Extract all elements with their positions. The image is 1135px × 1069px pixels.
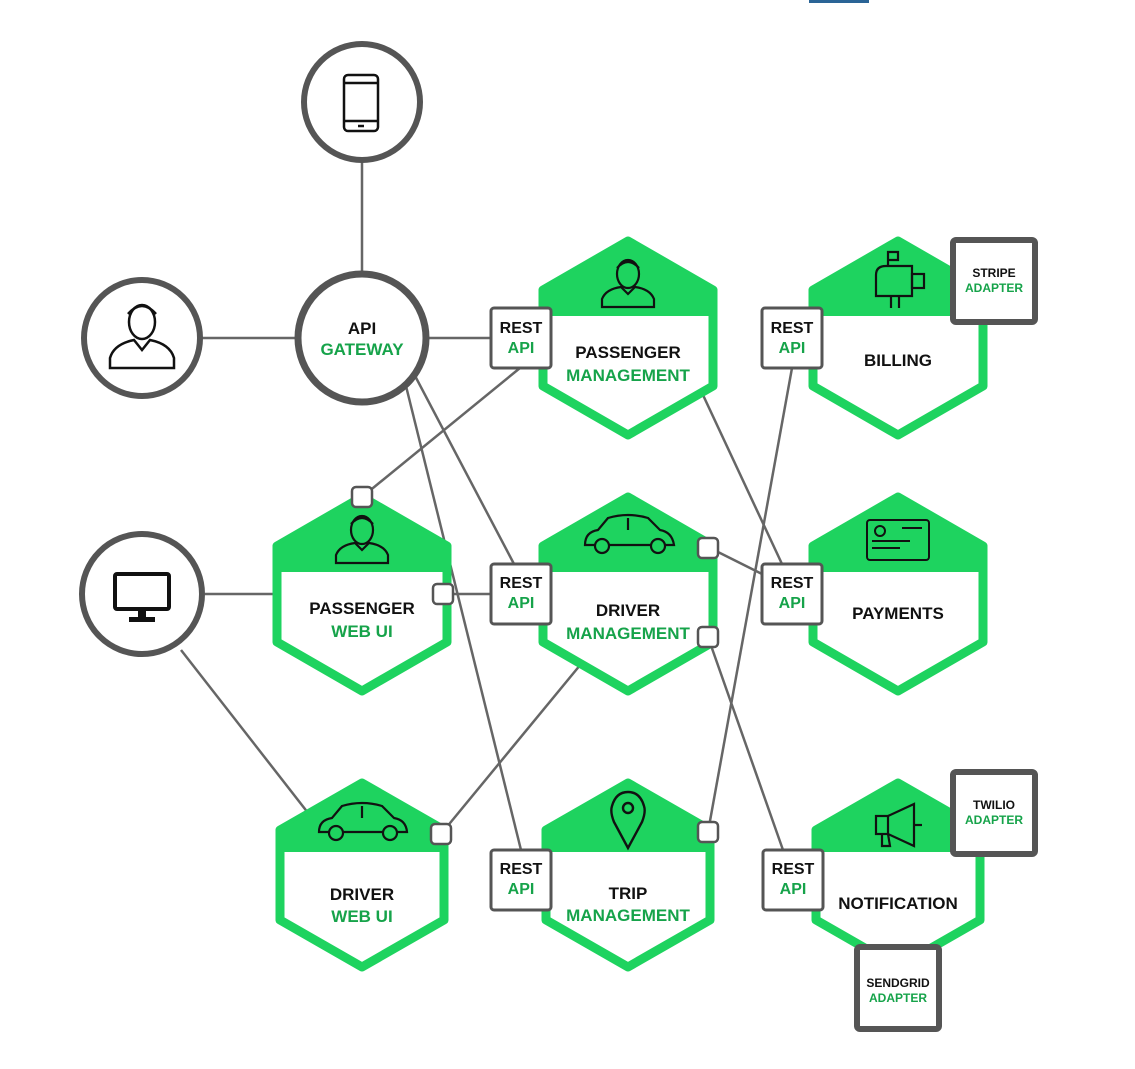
twilio-adapter[interactable]: TWILIO ADAPTER	[950, 769, 1038, 857]
gateway-label-line2: GATEWAY	[320, 340, 404, 359]
service-driver-management[interactable]: DRIVER MANAGEMENT	[538, 492, 718, 696]
api-gateway[interactable]: API GATEWAY	[294, 270, 430, 406]
rest-label: REST	[500, 575, 543, 592]
person-icon	[108, 303, 176, 370]
api-label: API	[780, 881, 807, 898]
top-accent-rule	[809, 0, 869, 3]
line-desktop-driverui	[180, 649, 313, 819]
passenger-management-line2: MANAGEMENT	[566, 366, 690, 385]
service-payments[interactable]: PAYMENTS	[808, 492, 988, 696]
desktop-client[interactable]	[79, 531, 205, 657]
stripe-adapter-line2: ADAPTER	[965, 281, 1023, 295]
api-label: API	[508, 881, 535, 898]
line-pm-rest-payments	[701, 394, 784, 565]
credit-card-icon	[866, 519, 930, 561]
port-passenger-web-ui-right	[431, 582, 455, 606]
stripe-adapter-line1: STRIPE	[972, 266, 1015, 280]
rest-label: REST	[500, 320, 543, 337]
passenger-web-ui-line2: WEB UI	[331, 622, 392, 641]
service-passenger-web-ui[interactable]: PASSENGER WEB UI	[272, 492, 452, 696]
service-billing[interactable]: BILLING	[808, 236, 988, 440]
rest-api-billing[interactable]: REST API	[760, 306, 824, 370]
line-gateway-rest-dm	[411, 371, 516, 565]
person-icon	[600, 258, 656, 309]
mobile-client[interactable]	[301, 41, 423, 163]
rest-api-notification[interactable]: REST API	[761, 848, 825, 912]
driver-management-line1: DRIVER	[596, 601, 660, 620]
connector-ports	[350, 485, 720, 846]
api-label: API	[508, 595, 535, 612]
twilio-adapter-line2: ADAPTER	[965, 813, 1023, 827]
port-driver-web-ui-right	[429, 822, 453, 846]
rest-api-driver-management[interactable]: REST API	[489, 562, 553, 626]
line-rest-pm-webui	[361, 367, 521, 498]
location-pin-icon	[610, 790, 646, 851]
passenger-management-line1: PASSENGER	[575, 343, 681, 362]
api-label: API	[779, 340, 806, 357]
port-driver-management-top	[696, 536, 720, 560]
service-driver-web-ui[interactable]: DRIVER WEB UI	[275, 778, 449, 972]
port-driver-management-right	[696, 625, 720, 649]
line-trip-rest-billing	[706, 367, 794, 833]
api-label: API	[508, 340, 535, 357]
api-label: API	[779, 595, 806, 612]
billing-label: BILLING	[864, 351, 932, 370]
port-trip-management-right	[696, 820, 720, 844]
person-icon	[334, 514, 390, 565]
megaphone-icon	[874, 802, 922, 848]
rest-label: REST	[771, 320, 814, 337]
passenger-web-ui-line1: PASSENGER	[309, 599, 415, 618]
twilio-adapter-line1: TWILIO	[973, 798, 1015, 812]
driver-management-line2: MANAGEMENT	[566, 624, 690, 643]
notification-label: NOTIFICATION	[838, 894, 958, 913]
connector-lines	[180, 162, 794, 851]
desktop-monitor-icon	[113, 572, 171, 622]
driver-web-ui-line1: DRIVER	[330, 885, 394, 904]
service-passenger-management[interactable]: PASSENGER MANAGEMENT	[538, 236, 718, 440]
user-client[interactable]	[81, 277, 203, 399]
driver-web-ui-line2: WEB UI	[331, 907, 392, 926]
sendgrid-adapter[interactable]: SENDGRID ADAPTER	[854, 944, 942, 1032]
sendgrid-adapter-line2: ADAPTER	[869, 991, 927, 1005]
rest-label: REST	[772, 861, 815, 878]
line-dm-rest-notification	[706, 636, 785, 851]
payments-label: PAYMENTS	[852, 604, 944, 623]
line-driverui-dm	[440, 663, 582, 835]
trip-management-line1: TRIP	[609, 884, 648, 903]
rest-api-trip-management[interactable]: REST API	[489, 848, 553, 912]
rest-api-passenger-management[interactable]: REST API	[489, 306, 553, 370]
sendgrid-adapter-line1: SENDGRID	[866, 976, 930, 990]
rest-label: REST	[771, 575, 814, 592]
trip-management-line2: MANAGEMENT	[566, 906, 690, 925]
line-gateway-rest-trip	[403, 381, 523, 851]
mobile-phone-icon	[342, 73, 380, 133]
rest-label: REST	[500, 861, 543, 878]
service-trip-management[interactable]: TRIP MANAGEMENT	[541, 778, 715, 972]
mailbox-icon	[874, 250, 926, 308]
port-passenger-web-ui-top	[350, 485, 374, 509]
rest-api-payments[interactable]: REST API	[760, 562, 824, 626]
gateway-label-line1: API	[348, 319, 376, 338]
stripe-adapter[interactable]: STRIPE ADAPTER	[950, 237, 1038, 325]
car-icon	[317, 801, 409, 842]
car-icon	[583, 513, 676, 555]
